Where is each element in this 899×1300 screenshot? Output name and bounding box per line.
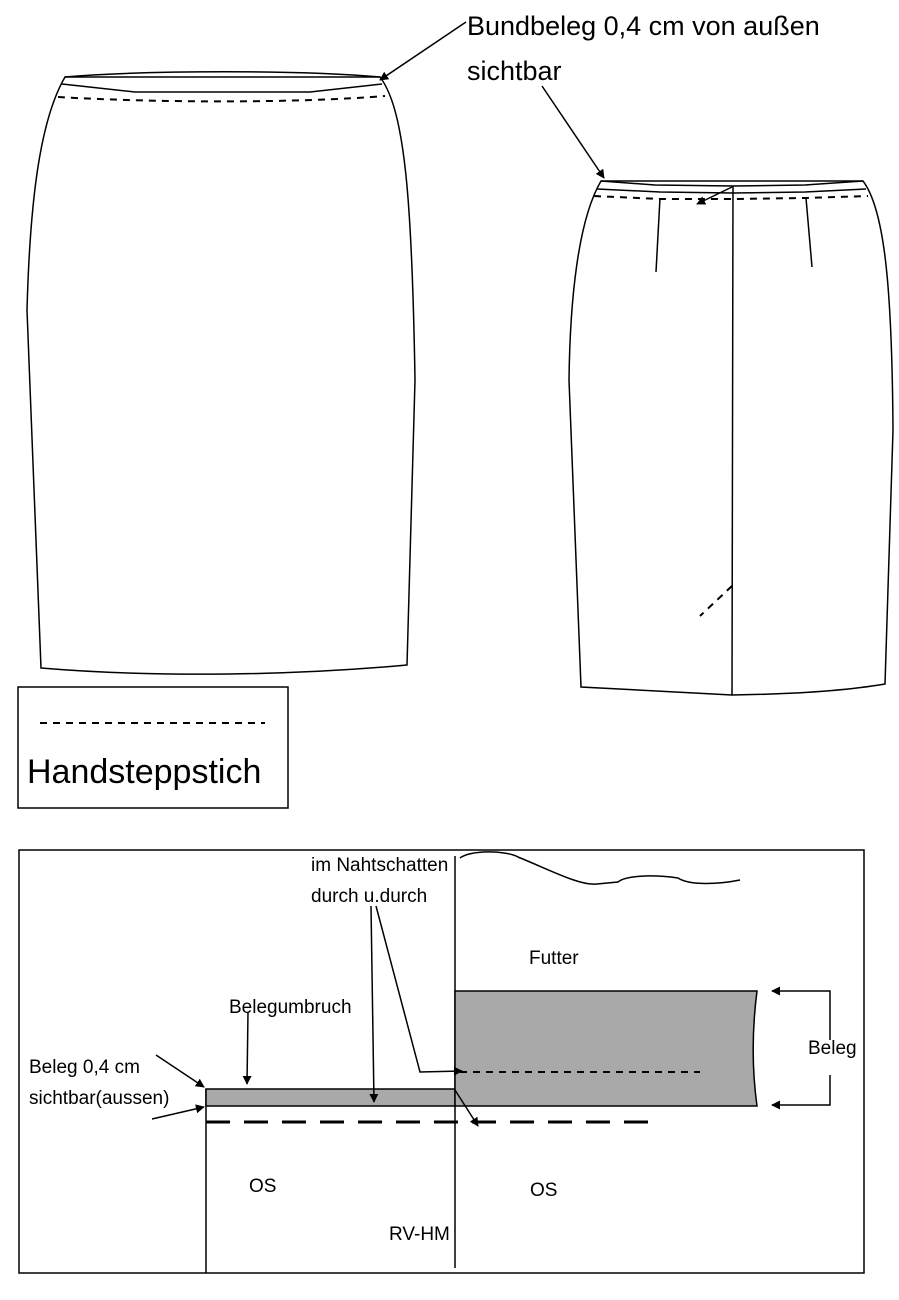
label-belegumbruch: Belegumbruch [229,997,352,1018]
legend-label: Handsteppstich [27,753,261,791]
skirt-front-waistband-top [64,71,381,78]
detail-frame [18,849,865,1274]
label-beleg: Beleg [808,1038,857,1059]
arrow-beleg-top [771,986,831,1040]
label-os-right: OS [530,1180,557,1201]
arrow-bundbeleg-front [379,21,467,81]
label-bundbeleg-line2: sichtbar [467,56,562,86]
arrow-beleg-sichtbar-upper [155,1054,205,1088]
skirt-back-zipper-arrow [696,186,733,205]
arrow-beleg-sichtbar-lower [151,1104,205,1120]
arrow-bundbeleg-back [541,85,605,179]
skirt-front-hand-stitch [57,95,386,103]
detail-facing-right [454,990,758,1107]
arrow-belegumbruch [242,1011,252,1085]
label-os-left: OS [249,1176,276,1197]
label-rv-hm: RV-HM [389,1224,450,1245]
skirt-front-outline [26,76,416,675]
skirt-back-hand-stitch [593,195,869,200]
arrow-nahtschatten-down [369,905,379,1103]
skirt-back-center-seam [731,185,734,696]
arrow-corner [454,1089,479,1127]
label-beleg-sichtbar-line2: sichtbar(aussen) [29,1088,169,1109]
skirt-back-view [568,180,894,696]
skirt-front-view [26,71,416,675]
skirt-front-waistband-bottom [61,83,383,93]
skirt-back-dart-left [655,197,661,273]
arrow-nahtschatten-right [375,905,463,1076]
label-futter: Futter [529,948,579,969]
label-nahtschatten-line2: durch u.durch [311,886,427,907]
skirt-back-outline [568,180,894,696]
skirt-back-dart-right [805,197,813,268]
label-bundbeleg-line1: Bundbeleg 0,4 cm von außen [467,11,820,41]
detail-facing-left [205,1088,456,1107]
arrow-beleg-bottom [771,1075,831,1110]
detail-lining-wave [459,851,741,885]
detail-diagram: im Nahtschatten durch u.durch Futter Bel… [18,849,865,1274]
label-nahtschatten-line1: im Nahtschatten [311,855,448,876]
legend-frame [17,686,289,809]
legend-box: Handsteppstich [17,686,289,809]
label-beleg-sichtbar-line1: Beleg 0,4 cm [29,1057,140,1078]
